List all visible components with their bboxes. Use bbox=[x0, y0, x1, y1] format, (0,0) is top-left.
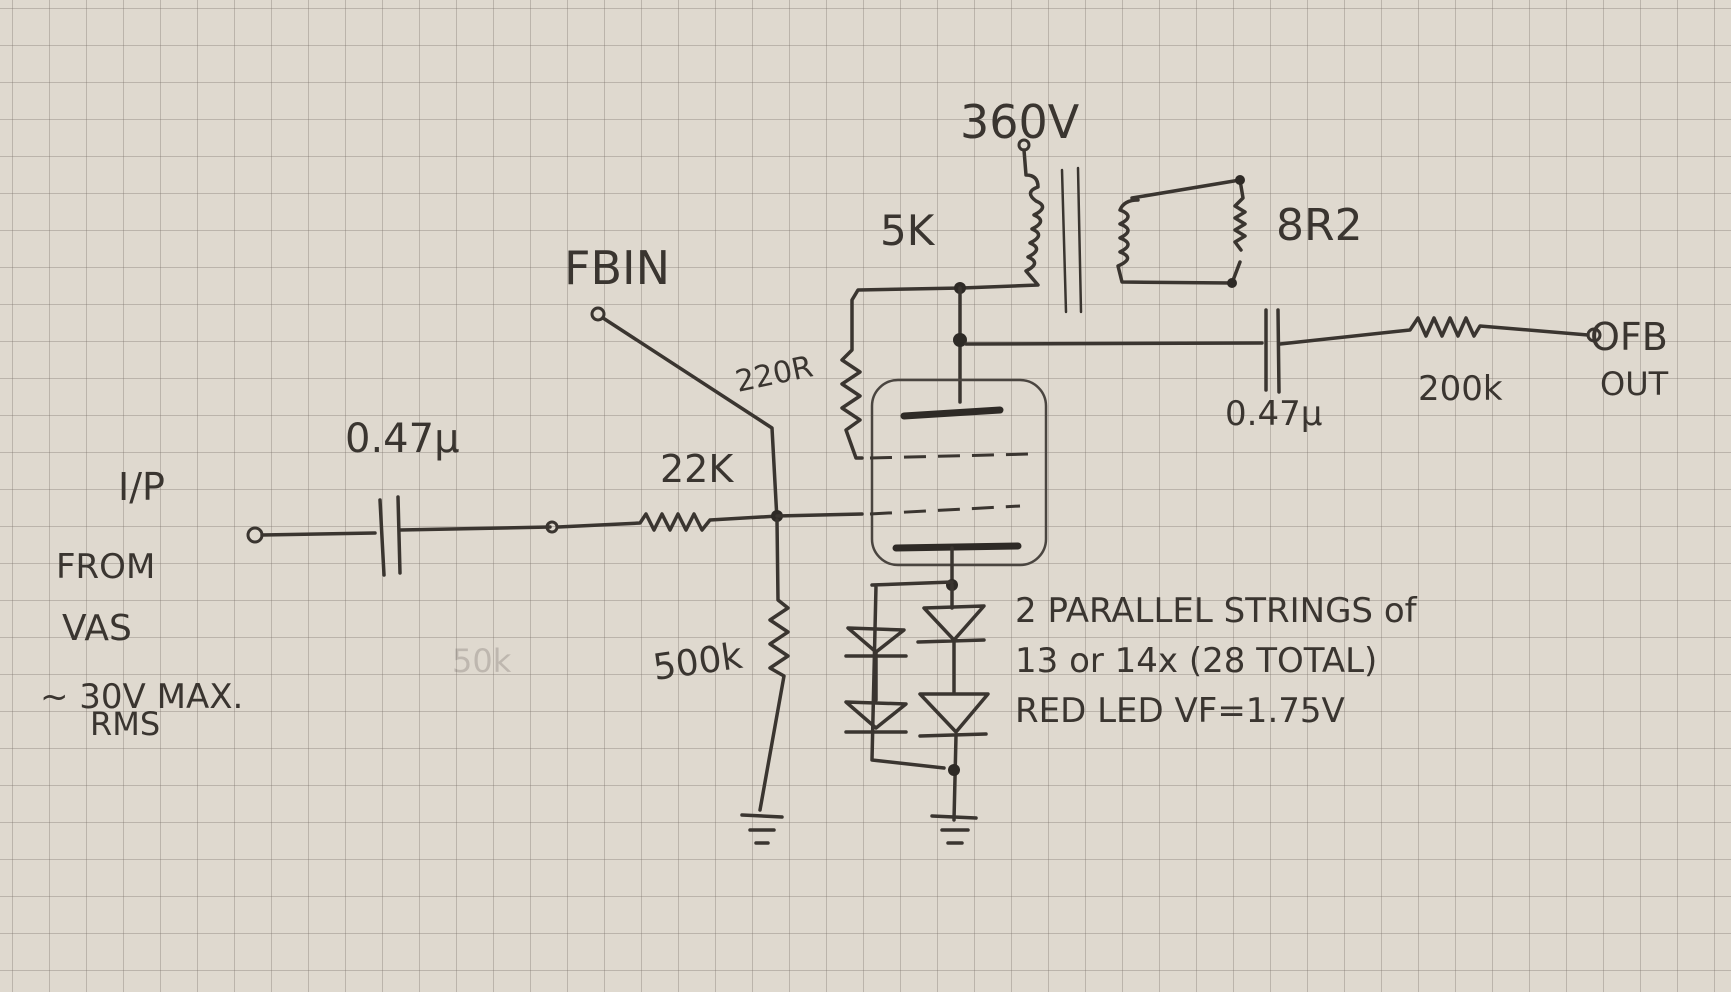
secondary-node-top bbox=[1235, 175, 1245, 185]
fb-out-section bbox=[964, 308, 1602, 394]
label-from: FROM bbox=[56, 547, 155, 587]
transformer-core bbox=[1060, 166, 1083, 314]
led-note-line-3: RED LED VF=1.75V bbox=[1015, 691, 1345, 731]
valve-control-grid bbox=[869, 504, 1021, 516]
screen-resistor-section bbox=[840, 282, 967, 460]
label-vas: VAS bbox=[62, 608, 132, 649]
cap-to-node-wire bbox=[398, 525, 552, 532]
fb-in-terminal bbox=[590, 306, 606, 322]
label-c-out: 0.47µ bbox=[1225, 394, 1322, 434]
input-terminal bbox=[246, 526, 264, 544]
resistor-500k bbox=[758, 518, 790, 812]
input-wire bbox=[260, 531, 377, 537]
led-right-1 bbox=[916, 604, 986, 644]
primary-winding bbox=[960, 148, 1045, 290]
label-primary: 5K bbox=[880, 206, 936, 255]
label-supply: 360V bbox=[960, 95, 1080, 149]
fb-in-wire bbox=[601, 316, 779, 522]
output-transformer bbox=[960, 138, 1247, 314]
led-bus-left bbox=[870, 580, 954, 770]
resistor-22k bbox=[556, 512, 780, 532]
fb-out-terminal bbox=[1586, 327, 1602, 343]
label-fb-out-1: OFB bbox=[1590, 315, 1668, 359]
led-strings bbox=[844, 580, 990, 845]
valve-plate bbox=[900, 406, 1004, 420]
cap-node bbox=[545, 520, 559, 534]
label-22k: 22K bbox=[660, 447, 734, 491]
pentode-valve bbox=[869, 378, 1048, 591]
label-fb-in: FBIN bbox=[564, 241, 670, 295]
label-200k: 200k bbox=[1418, 369, 1503, 409]
label-faint-note: 50k bbox=[452, 642, 512, 680]
grid-leak-section bbox=[740, 518, 790, 845]
ground-symbol-right bbox=[930, 814, 978, 845]
label-fb-out-2: OUT bbox=[1600, 365, 1669, 403]
grid-wire bbox=[775, 512, 864, 518]
ground-symbol-left bbox=[740, 813, 784, 845]
fb-capacitor bbox=[1264, 308, 1281, 394]
secondary-winding bbox=[1116, 198, 1242, 285]
valve-cathode bbox=[892, 542, 1022, 552]
led-right-2 bbox=[918, 692, 990, 738]
resistor-220r bbox=[840, 286, 964, 460]
resistor-200k bbox=[1278, 316, 1590, 346]
led-left-2 bbox=[844, 700, 908, 734]
secondary-node-bottom bbox=[1227, 278, 1237, 288]
label-load: 8R2 bbox=[1276, 200, 1363, 251]
valve-screen-grid bbox=[869, 452, 1031, 460]
load-resistor-8r2 bbox=[1130, 178, 1247, 252]
label-220r: 220R bbox=[732, 349, 816, 399]
label-c-in: 0.47µ bbox=[345, 416, 460, 462]
input-section bbox=[246, 495, 780, 577]
led-note-line-1: 2 PARALLEL STRINGS of bbox=[1015, 591, 1418, 631]
label-rms: RMS bbox=[90, 705, 160, 743]
input-capacitor bbox=[378, 495, 402, 577]
label-500k: 500k bbox=[651, 636, 746, 689]
label-ip: I/P bbox=[118, 465, 165, 509]
led-bottom-node bbox=[948, 764, 960, 776]
valve-envelope bbox=[870, 378, 1048, 567]
fb-in-section bbox=[590, 306, 864, 522]
fb-out-wire bbox=[964, 341, 1264, 346]
plate-node bbox=[953, 333, 967, 347]
led-note-line-2: 13 or 14x (28 TOTAL) bbox=[1015, 641, 1377, 681]
label-max: ~ 30V MAX. bbox=[40, 677, 243, 717]
led-bus-right-bottom bbox=[952, 734, 958, 822]
